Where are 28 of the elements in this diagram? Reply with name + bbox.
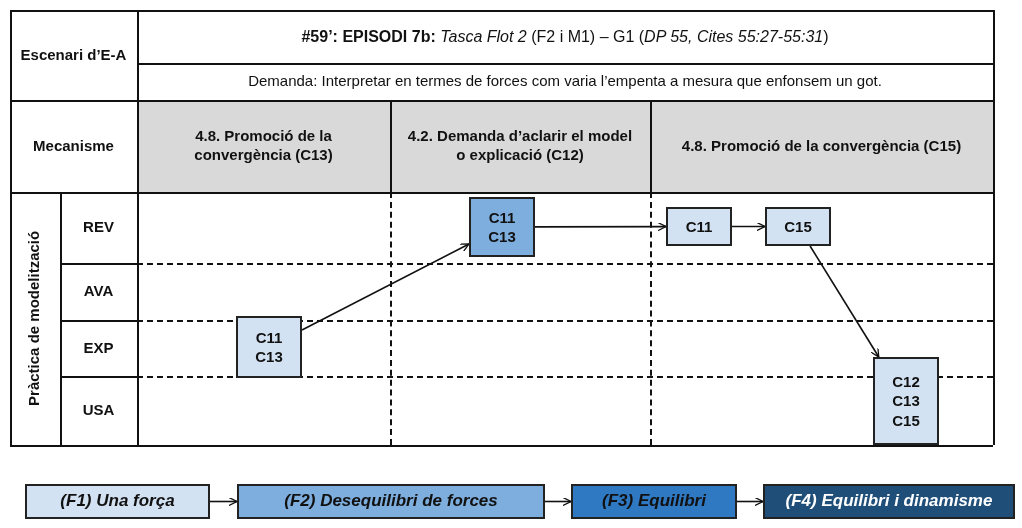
row-heading: AVA <box>83 282 114 301</box>
phase-box: (F2) Desequilibri de forces <box>237 484 545 519</box>
episode-title: #59’: EPISODI 7b: Tasca Flot 2 (F2 i M1) – G1 (DP 55, Cites 55:27-55:31) <box>301 26 829 47</box>
arrow <box>301 243 470 331</box>
task-description: Demanda: Interpretar en termes de forces com varia l’empenta a mesura que enfonsem un got. <box>248 72 882 91</box>
column-heading: 4.8. Promoció de la convergència (C13) <box>193 127 334 165</box>
code-box: C12 C13 C15 <box>873 357 939 445</box>
arrow <box>544 496 572 507</box>
arrow <box>809 245 880 358</box>
column-heading: 4.2. Demanda d’aclarir el model o explicació (C12) <box>406 127 634 165</box>
arrow <box>534 221 667 232</box>
arrow <box>736 496 764 507</box>
phase-box: (F1) Una força <box>25 484 210 519</box>
arrow <box>731 221 766 232</box>
row-heading: Escenari d’E-A <box>20 45 127 65</box>
phase-box: (F4) Equilibri i dinamisme <box>763 484 1015 519</box>
code-box: C11 C13 <box>236 316 302 378</box>
row-heading: Mecanisme <box>33 136 114 156</box>
row-heading: EXP <box>83 338 114 358</box>
phase-box: (F3) Equilibri <box>571 484 737 519</box>
row-heading: Pràctica de modelització <box>25 230 44 407</box>
column-heading: 4.8. Promoció de la convergència (C15) <box>680 136 963 156</box>
row-heading: USA <box>82 401 115 420</box>
code-box: C15 <box>765 207 831 246</box>
row-heading: REV <box>83 218 114 237</box>
code-box: C11 <box>666 207 732 246</box>
arrow <box>209 496 238 507</box>
code-box: C11 C13 <box>469 197 535 257</box>
